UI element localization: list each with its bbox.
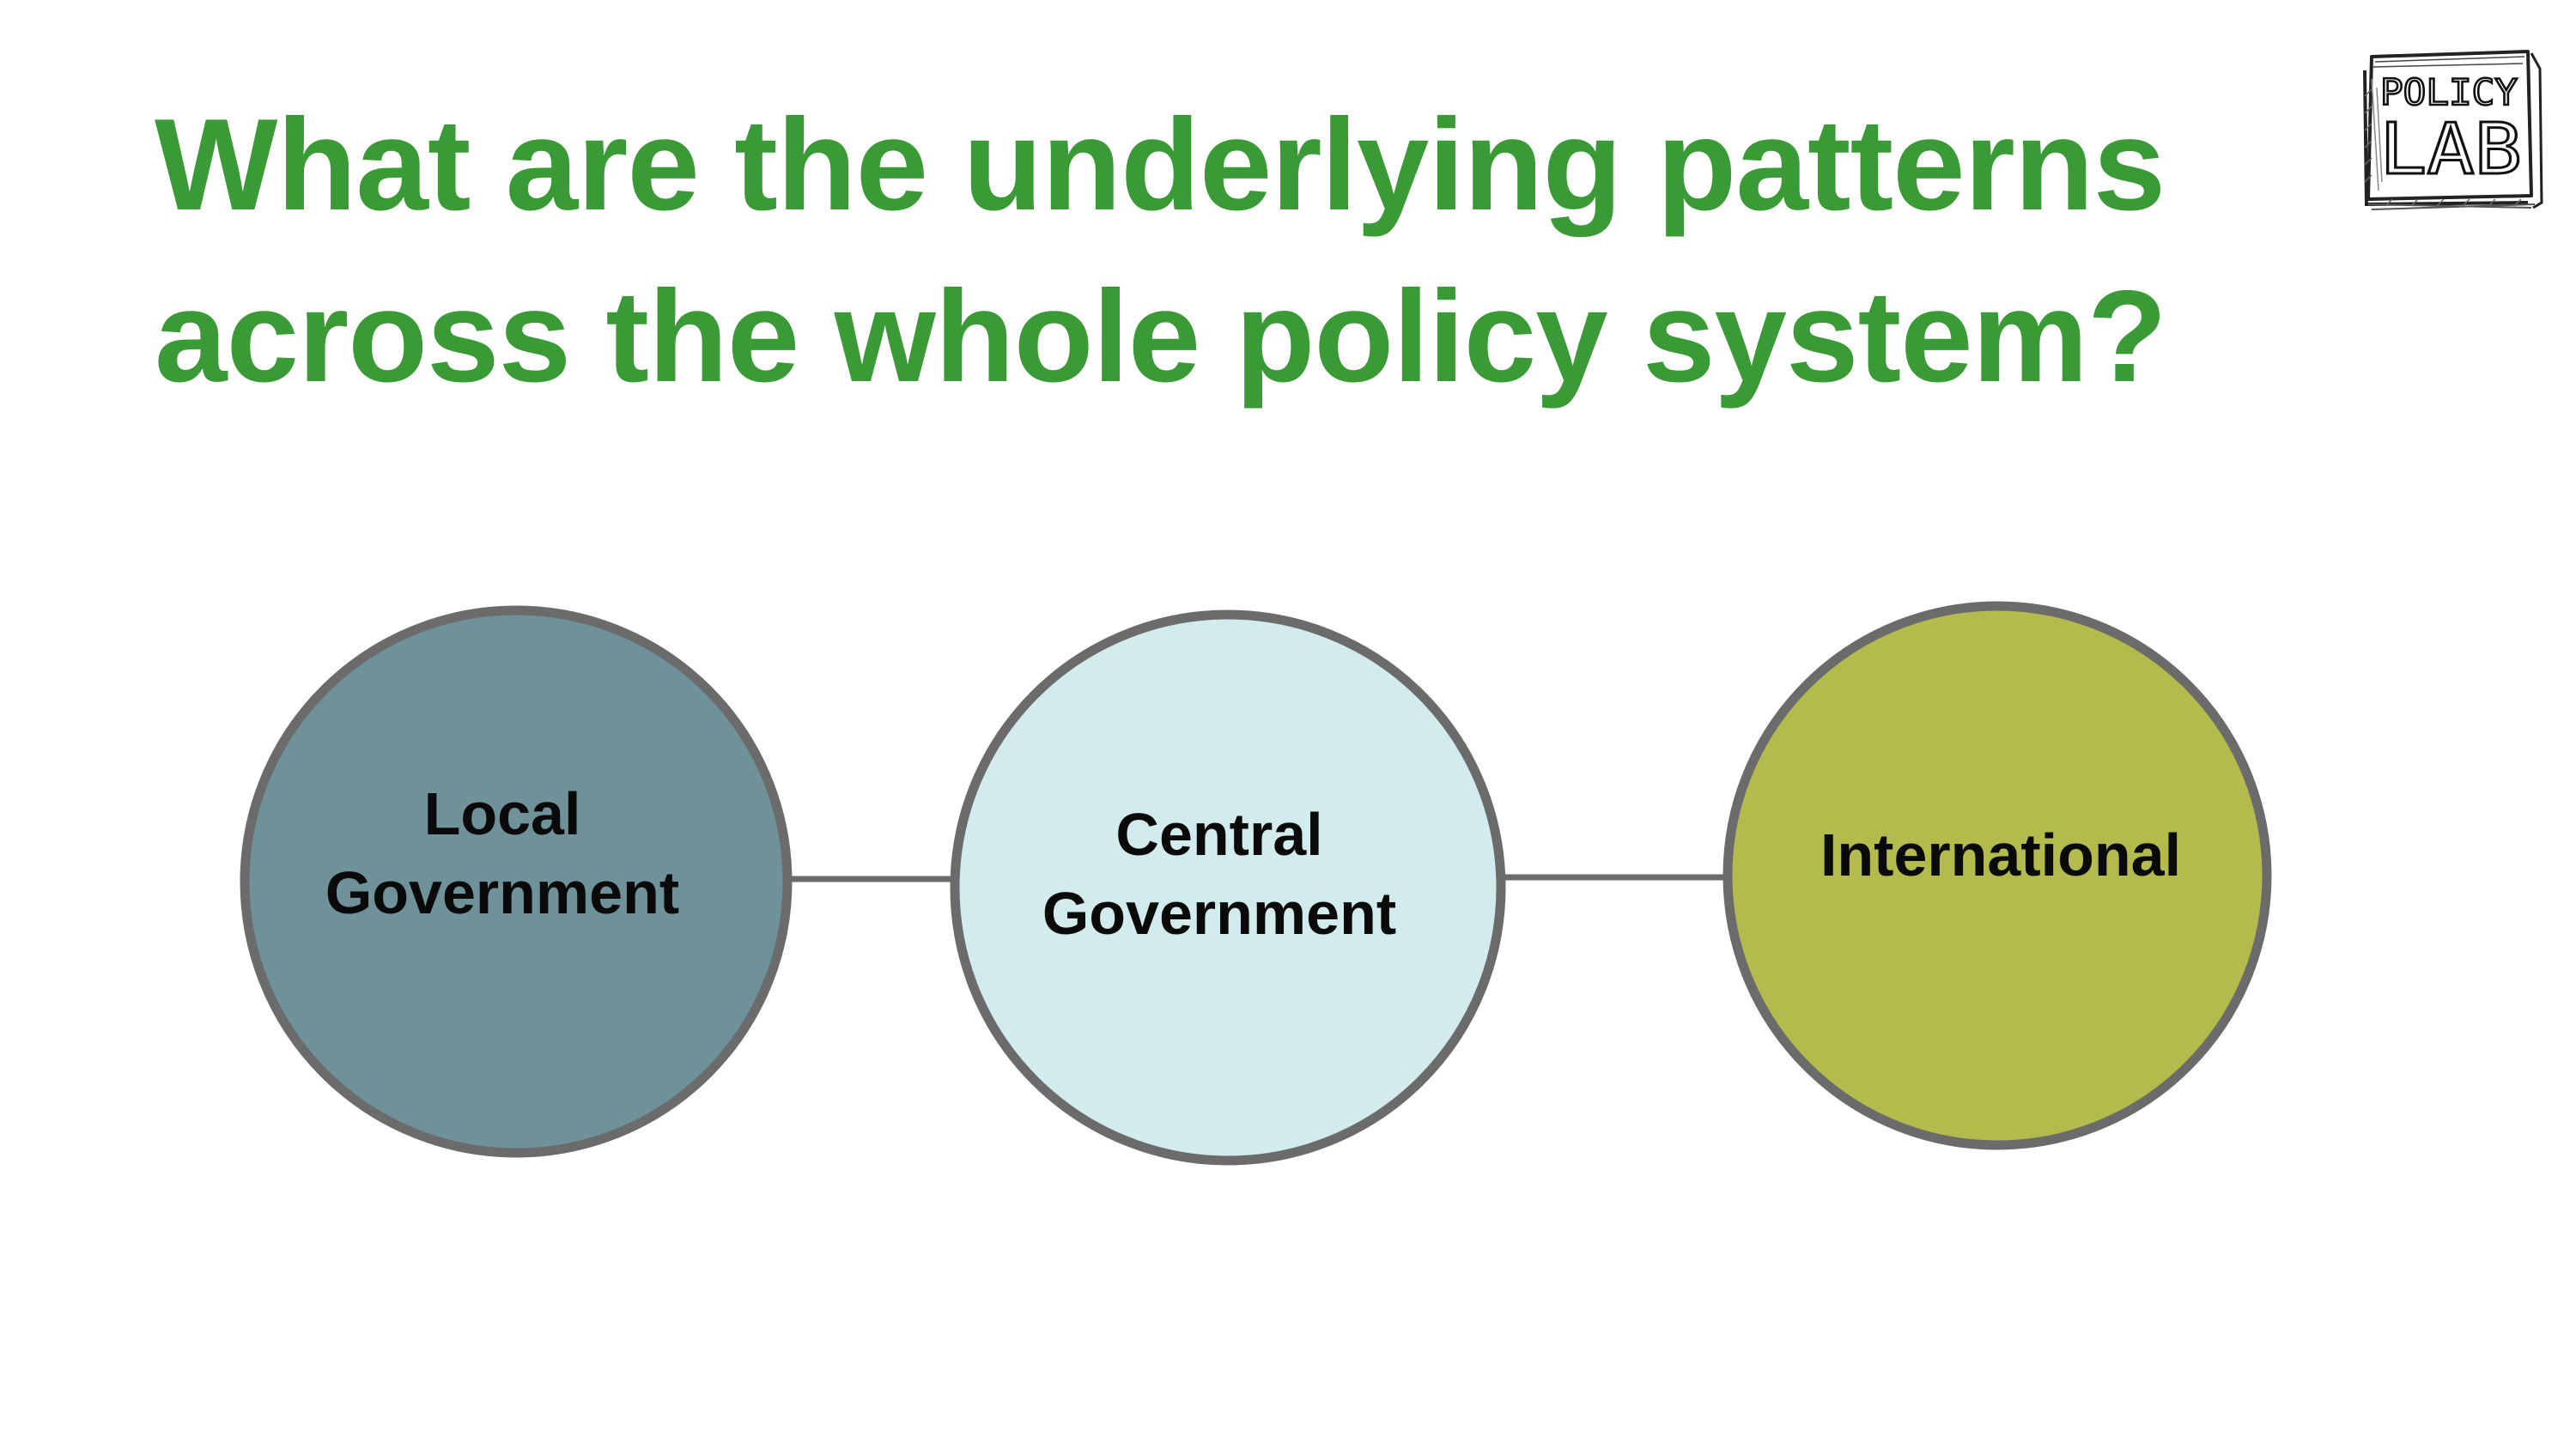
title-line-1: What are the underlying patterns [155, 92, 2166, 238]
local-government-circle [240, 605, 793, 1158]
title-line-2: across the whole policy system? [155, 264, 2167, 409]
international-circle [1722, 601, 2272, 1150]
policy-lab-logo-icon: POLICY LAB [2360, 45, 2549, 216]
page-title: What are the underlying patterns across … [155, 79, 2301, 422]
local-government-label: Local Government [325, 780, 680, 926]
logo-text-top: POLICY [2380, 71, 2518, 113]
central-government-label: Central Government [1042, 801, 1397, 947]
central-government-circle [950, 609, 1506, 1166]
logo-text-bottom: LAB [2379, 109, 2522, 191]
international-label: International [1820, 822, 2182, 888]
